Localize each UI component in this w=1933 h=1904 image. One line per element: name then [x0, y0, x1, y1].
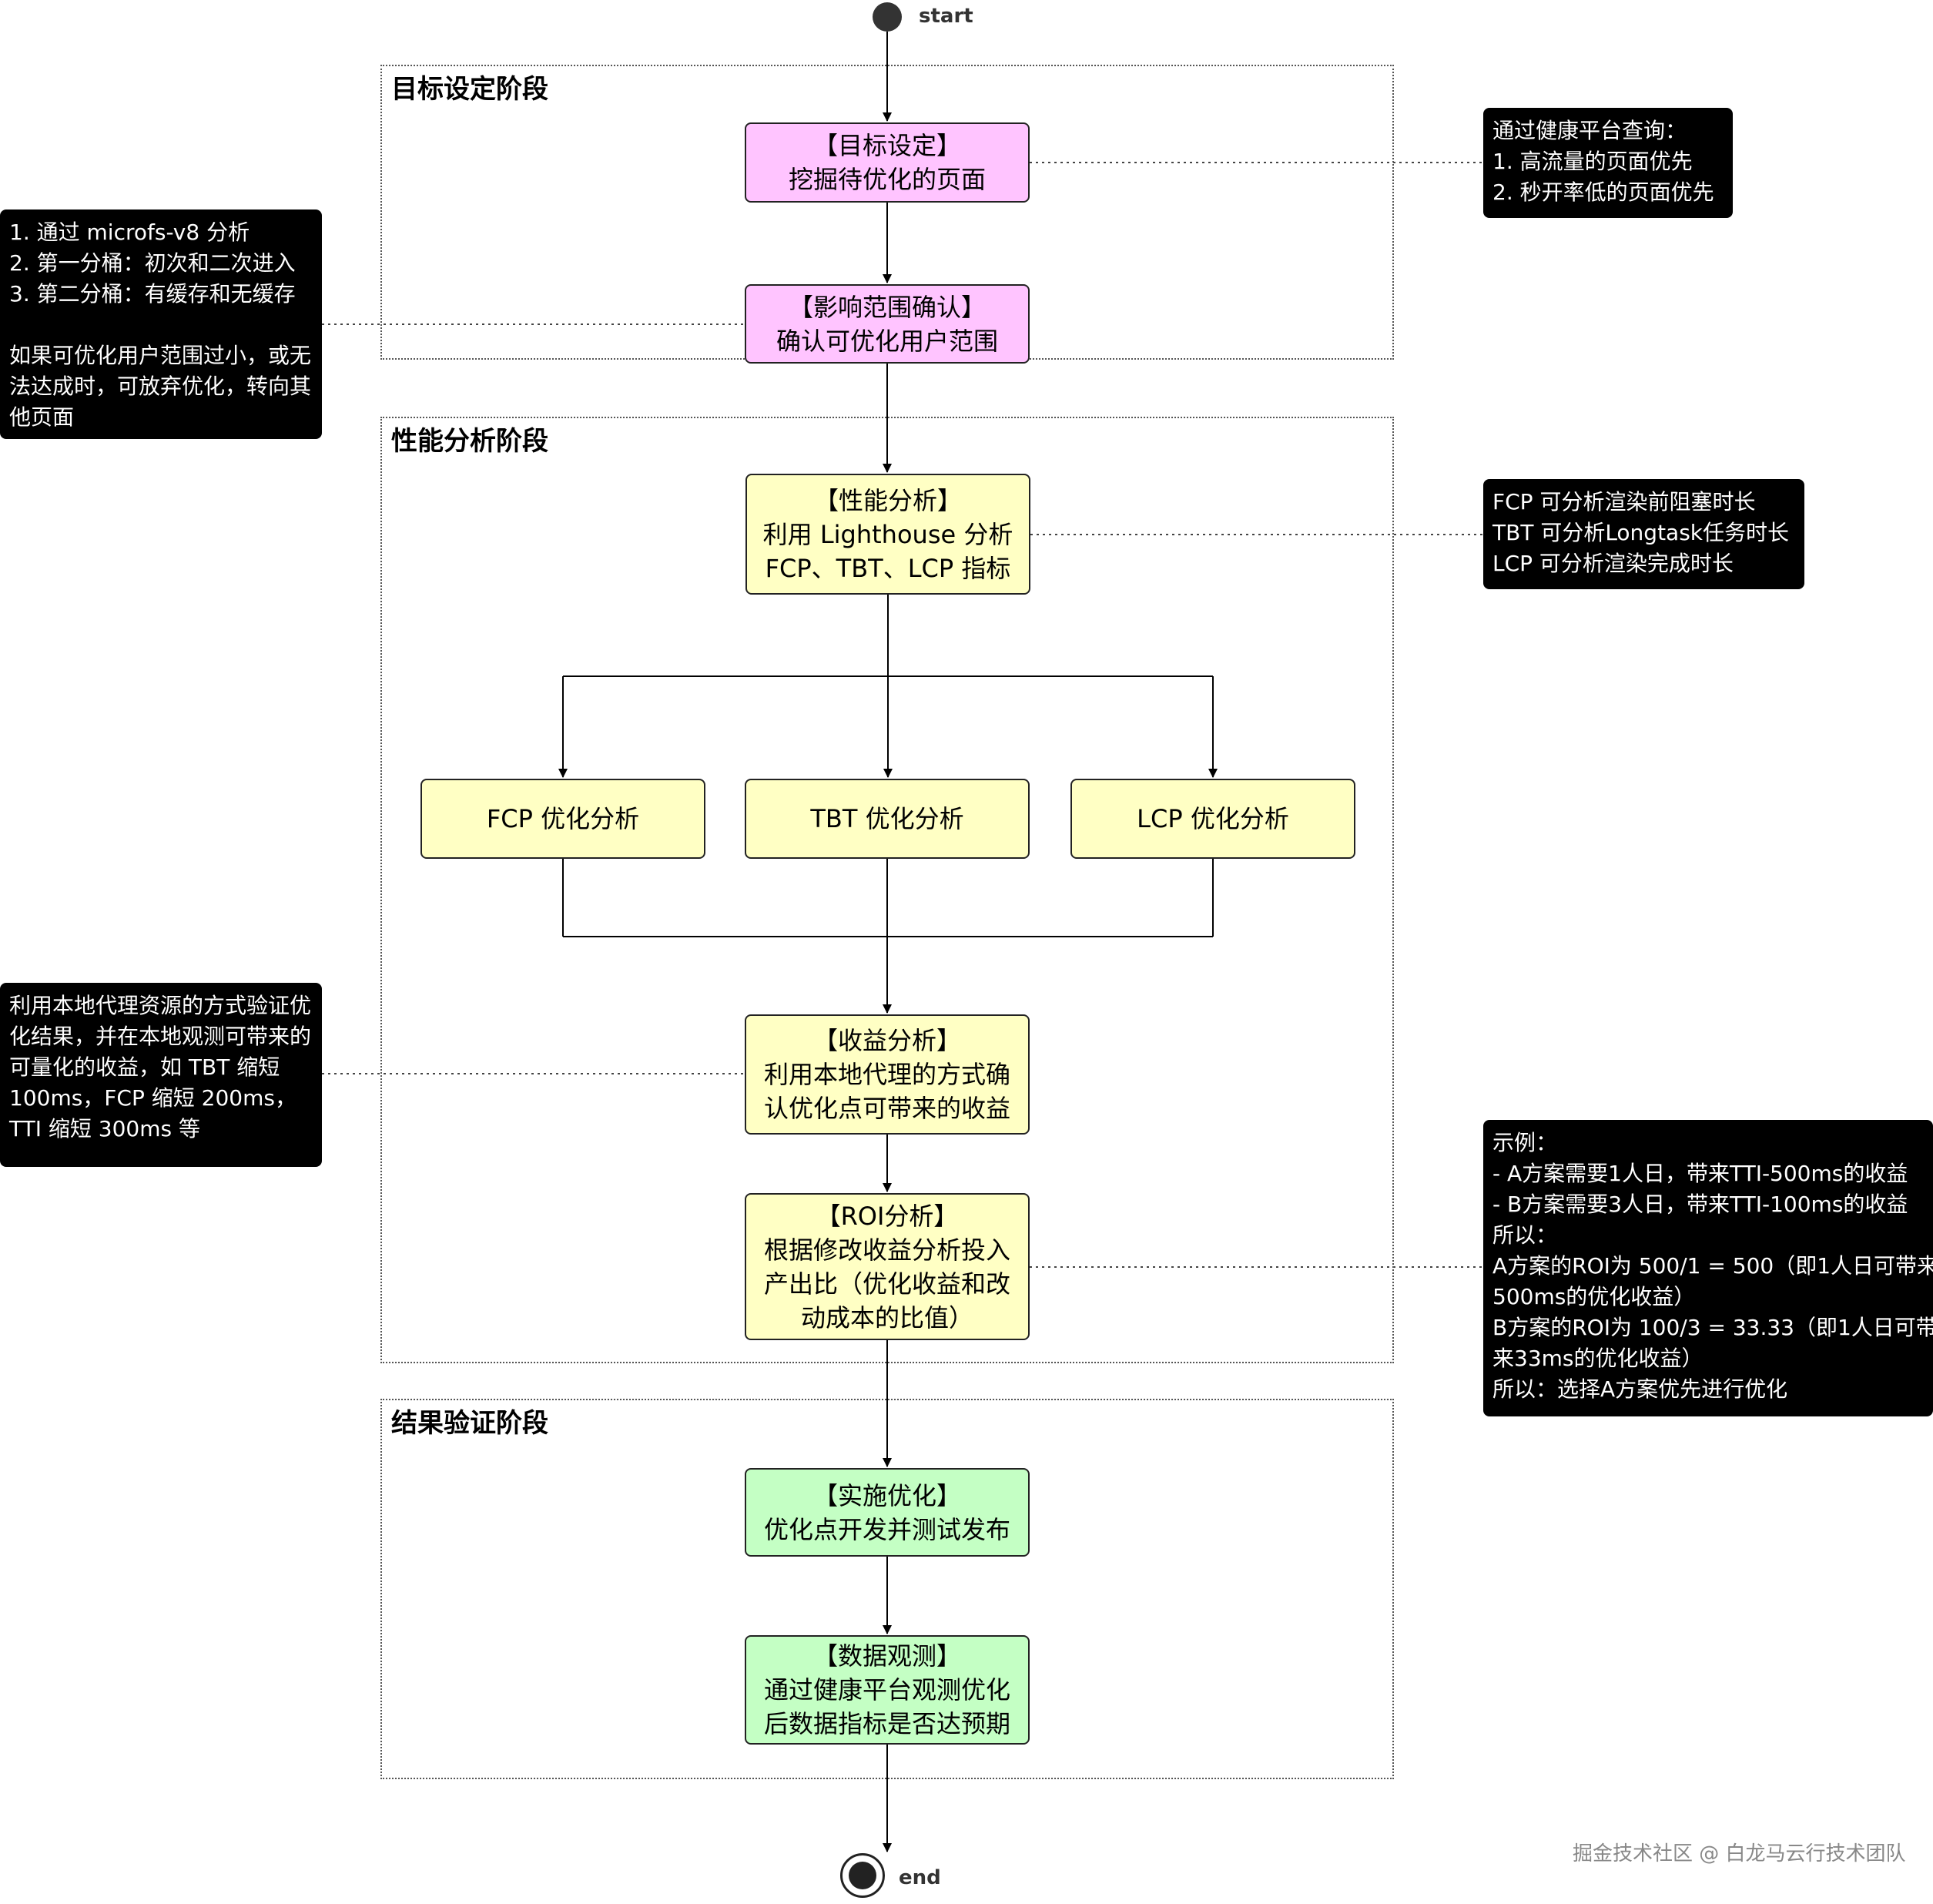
node-title: 【影响范围确认】 — [788, 292, 986, 322]
note-line: 500ms的优化收益） — [1492, 1284, 1696, 1309]
node-line: 挖掘待优化的页面 — [788, 165, 986, 194]
start-node — [873, 2, 902, 32]
phase-analysis: 性能分析阶段 — [380, 417, 1394, 1363]
node-line: 优化点开发并测试发布 — [763, 1514, 1010, 1544]
node-line: 认优化点可带来的收益 — [763, 1094, 1010, 1123]
node-label: TBT 优化分析 — [810, 804, 964, 833]
node-line: FCP、TBT、LCP 指标 — [765, 553, 1011, 583]
node-title: 【性能分析】 — [813, 485, 962, 515]
note-line: 他页面 — [9, 404, 75, 430]
note-line: - A方案需要1人日，带来TTI-500ms的收益 — [1492, 1161, 1908, 1186]
phase-verify-title: 结果验证阶段 — [391, 1408, 548, 1439]
node-title: 【目标设定】 — [812, 131, 961, 160]
node-fcp-analysis: FCP 优化分析 — [420, 779, 705, 859]
node-lcp-analysis: LCP 优化分析 — [1070, 779, 1355, 859]
node-observe: 【数据观测】 通过健康平台观测优化 后数据指标是否达预期 — [745, 1635, 1030, 1745]
node-label: LCP 优化分析 — [1137, 804, 1289, 833]
note-line — [9, 310, 313, 340]
node-line: 动成本的比值） — [800, 1302, 973, 1332]
end-node — [840, 1853, 885, 1898]
note-line: - B方案需要3人日，带来TTI-100ms的收益 — [1492, 1192, 1908, 1217]
phase-goal-title: 目标设定阶段 — [391, 74, 548, 105]
note-scope: 1. 通过 microfs-v8 分析 2. 第一分桶：初次和二次进入 3. 第… — [0, 210, 322, 439]
note-line: 1. 高流量的页面优先 — [1492, 149, 1693, 174]
node-implement: 【实施优化】 优化点开发并测试发布 — [745, 1468, 1030, 1557]
node-scope-confirm: 【影响范围确认】 确认可优化用户范围 — [745, 284, 1030, 364]
node-title: 【实施优化】 — [812, 1480, 961, 1510]
phase-analysis-title: 性能分析阶段 — [391, 426, 548, 457]
watermark: 掘金技术社区 @ 白龙马云行技术团队 — [1573, 1842, 1906, 1865]
note-goal: 通过健康平台查询： 1. 高流量的页面优先 2. 秒开率低的页面优先 — [1483, 108, 1733, 218]
note-line: LCP 可分析渲染完成时长 — [1492, 551, 1734, 576]
node-line: 根据修改收益分析投入 — [763, 1235, 1010, 1265]
start-label: start — [919, 5, 973, 28]
note-line: TBT 可分析Longtask任务时长 — [1492, 520, 1790, 545]
note-line: 100ms，FCP 缩短 200ms， — [9, 1085, 296, 1111]
note-line: 通过健康平台查询： — [1492, 118, 1687, 143]
node-roi-analysis: 【ROI分析】 根据修改收益分析投入 产出比（优化收益和改 动成本的比值） — [745, 1193, 1030, 1340]
node-title: 【ROI分析】 — [816, 1201, 959, 1231]
note-perf: FCP 可分析渲染前阻塞时长 TBT 可分析Longtask任务时长 LCP 可… — [1483, 479, 1804, 589]
node-line: 利用本地代理的方式确 — [763, 1060, 1010, 1089]
note-line: 所以：选择A方案优先进行优化 — [1492, 1376, 1788, 1402]
note-line: 1. 通过 microfs-v8 分析 — [9, 220, 250, 245]
node-goal-setting: 【目标设定】 挖掘待优化的页面 — [745, 122, 1030, 203]
note-line: 示例： — [1492, 1130, 1558, 1155]
note-line: 可量化的收益，如 TBT 缩短 — [9, 1054, 280, 1080]
note-line: FCP 可分析渲染前阻塞时长 — [1492, 489, 1756, 515]
node-title: 【收益分析】 — [812, 1026, 961, 1055]
node-line: 确认可优化用户范围 — [776, 326, 998, 356]
node-benefit-analysis: 【收益分析】 利用本地代理的方式确 认优化点可带来的收益 — [745, 1014, 1030, 1135]
node-tbt-analysis: TBT 优化分析 — [745, 779, 1030, 859]
note-line: 2. 第一分桶：初次和二次进入 — [9, 250, 296, 276]
node-line: 产出比（优化收益和改 — [763, 1269, 1010, 1299]
node-line: 利用 Lighthouse 分析 — [762, 519, 1013, 549]
node-line: 通过健康平台观测优化 — [763, 1675, 1010, 1705]
note-line: A方案的ROI为 500/1 = 500（即1人日可带来 — [1492, 1253, 1933, 1279]
note-line: 利用本地代理资源的方式验证优 — [9, 993, 312, 1018]
note-line: 法达成时，可放弃优化，转向其 — [9, 374, 312, 399]
end-node-core — [849, 1862, 876, 1889]
note-line: TTI 缩短 300ms 等 — [9, 1116, 200, 1141]
note-line: 所以： — [1492, 1222, 1558, 1248]
note-line: 3. 第二分桶：有缓存和无缓存 — [9, 281, 296, 307]
note-line: 来33ms的优化收益） — [1492, 1346, 1704, 1371]
note-benefit: 利用本地代理资源的方式验证优 化结果，并在本地观测可带来的 可量化的收益，如 T… — [0, 983, 322, 1167]
note-line: B方案的ROI为 100/3 = 33.33（即1人日可带 — [1492, 1315, 1933, 1340]
node-title: 【数据观测】 — [812, 1641, 961, 1671]
end-label: end — [899, 1866, 941, 1889]
node-label: FCP 优化分析 — [486, 804, 640, 833]
note-roi: 示例： - A方案需要1人日，带来TTI-500ms的收益 - B方案需要3人日… — [1483, 1120, 1933, 1416]
note-line: 如果可优化用户范围过小，或无 — [9, 343, 312, 368]
note-line: 化结果，并在本地观测可带来的 — [9, 1024, 312, 1049]
node-perf-analysis: 【性能分析】 利用 Lighthouse 分析 FCP、TBT、LCP 指标 — [745, 474, 1030, 595]
node-line: 后数据指标是否达预期 — [763, 1709, 1010, 1738]
note-line: 2. 秒开率低的页面优先 — [1492, 179, 1714, 205]
phase-verify: 结果验证阶段 — [380, 1399, 1394, 1779]
